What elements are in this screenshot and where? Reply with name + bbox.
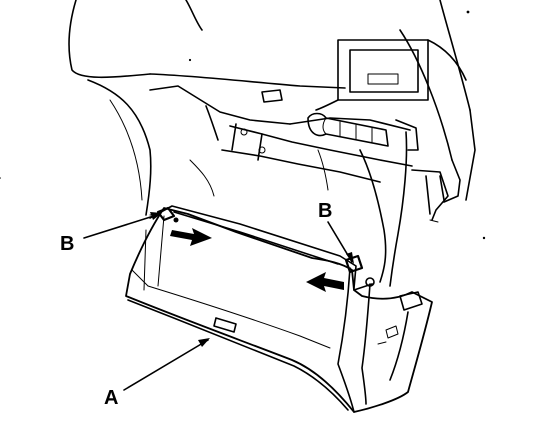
callout-label-b-right: B bbox=[318, 200, 332, 222]
glove-box bbox=[125, 205, 433, 413]
push-arrows bbox=[170, 228, 344, 292]
callout-label-a: A bbox=[104, 387, 118, 409]
push-arrow-left-icon bbox=[170, 228, 212, 246]
push-arrow-right-icon bbox=[306, 272, 344, 292]
callout-leaders bbox=[83, 212, 354, 391]
dashboard-structure bbox=[0, 0, 486, 302]
callout-label-b-left: B bbox=[60, 233, 74, 255]
